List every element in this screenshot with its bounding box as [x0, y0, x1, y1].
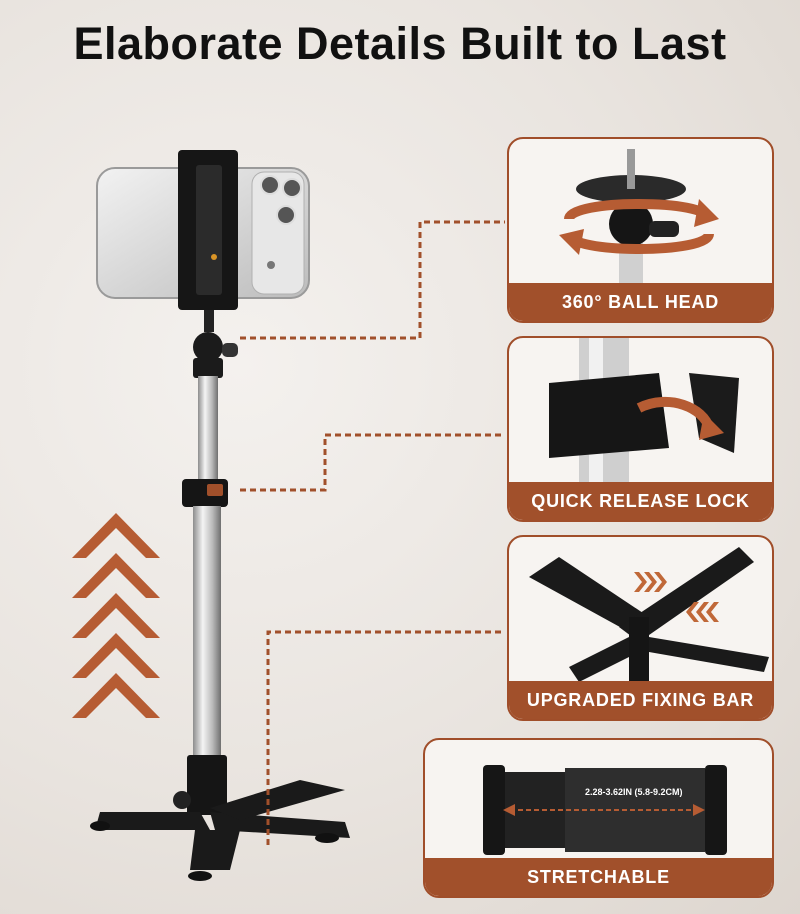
fixing-bar-closeup-image — [529, 547, 769, 687]
ball-head-closeup-image — [559, 149, 719, 294]
chevron-up-icon — [72, 633, 160, 678]
quick-release-closeup-image — [549, 338, 739, 488]
feature-panel-fixing-bar: UPGRADED FIXING BAR — [507, 535, 774, 721]
measurement-label: 2.28-3.62IN (5.8-9.2CM) — [585, 787, 683, 797]
chevron-up-icon — [72, 553, 160, 598]
ball-head-image — [193, 310, 238, 378]
stretchable-clamp-image: 2.28-3.62IN (5.8-9.2CM) — [483, 765, 727, 855]
chevron-up-icon — [72, 513, 160, 558]
page-title: Elaborate Details Built to Last — [73, 18, 727, 69]
telescopic-pole-image — [182, 376, 228, 760]
feature-panel-quick-release: QUICK RELEASE LOCK — [507, 336, 774, 522]
chevron-up-icon — [72, 673, 160, 718]
feature-label: QUICK RELEASE LOCK — [509, 482, 772, 520]
feature-panel-ball-head: 360° BALL HEAD — [507, 137, 774, 323]
phone-clamp-image — [178, 150, 238, 310]
feature-label: UPGRADED FIXING BAR — [509, 681, 772, 719]
tripod-base-image — [90, 755, 350, 881]
feature-panel-stretchable: 2.28-3.62IN (5.8-9.2CM) STRETCHABLE — [423, 738, 774, 898]
feature-label: STRETCHABLE — [425, 858, 772, 896]
connector-lines — [240, 220, 505, 845]
chevron-up-icon — [72, 593, 160, 638]
feature-label: 360° BALL HEAD — [509, 283, 772, 321]
